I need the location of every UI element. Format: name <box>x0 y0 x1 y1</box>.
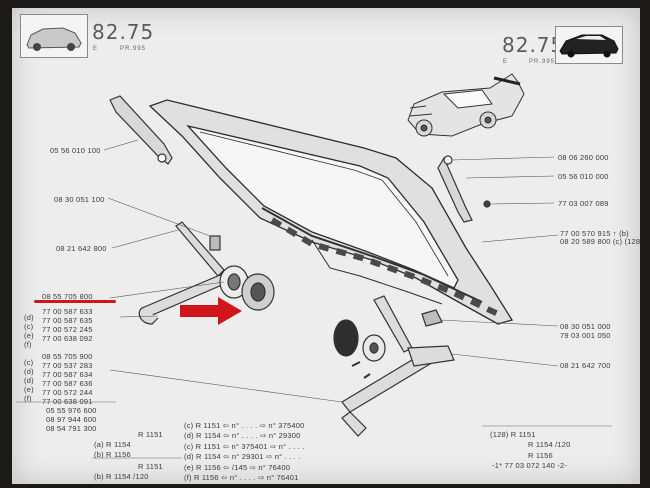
footnote-line: R 1151 <box>138 430 163 439</box>
footnote-line: R 1151 <box>138 462 163 471</box>
callout-right-5: 08 20 589 800 (c) (128) <box>560 237 640 246</box>
part-number: 08 55 705 900 <box>42 352 93 361</box>
parts-tag: (f) <box>24 394 32 403</box>
callout-right-7: 79 03 001 050 <box>560 331 611 340</box>
callout-strut-left: 08 21 642 800 <box>56 244 107 253</box>
page-sub-left-a: E <box>93 46 99 52</box>
parts-tag: (f) <box>24 340 32 349</box>
catalog-page: 82.75 E PR.995 82.75 E PR.995 <box>12 8 640 484</box>
highlight-underline <box>34 300 116 303</box>
page-sub-right-a: E <box>503 59 509 65</box>
part-number: 08 97 944 600 <box>46 415 97 424</box>
parts-tag: (d) <box>24 376 34 385</box>
part-number: 77 00 587 635 <box>42 316 93 325</box>
page-number-left: 82.75 <box>92 20 155 44</box>
car-overview-illustration <box>407 73 525 137</box>
parts-tag: (c) <box>24 358 34 367</box>
tailgate-frame <box>148 99 514 325</box>
callout-right-3: 77 03 007 089 <box>558 199 609 208</box>
right-gas-strut <box>333 295 455 437</box>
footnote-line: (d) R 1154 ⇦ n° 29301 ⇨ n° . . . . <box>184 452 301 461</box>
parts-tag: (d) <box>24 367 34 376</box>
callout-bracket-left: 08 30 051 100 <box>54 195 105 204</box>
footnote-line: (a) R 1154 <box>94 440 131 449</box>
tailgate-exploded-drawing <box>103 73 559 437</box>
parts-tag: (c) <box>24 322 34 331</box>
footnote-line: R 1154 /120 <box>528 440 571 449</box>
footnote-rules <box>16 401 612 459</box>
footnote-line: (e) R 1156 ⇦ /145 ⇨ n° 76400 <box>184 463 291 472</box>
part-number: 08 54 791 300 <box>46 424 97 433</box>
callout-right-4: 77 00 570 915 ↑ (b) <box>560 229 629 238</box>
part-number: 05 55 976 600 <box>46 406 97 415</box>
page-sub-left-b: PR.995 <box>120 46 147 52</box>
part-number: 77 00 638 091 <box>42 397 93 406</box>
part-number: 77 00 572 244 <box>42 388 93 397</box>
footnote-line: (b) R 1156 <box>94 450 131 459</box>
callout-hinge-left: 05 56 010 100 <box>50 146 101 155</box>
footnote-line: -1* 77 03 072 140 -2- <box>492 461 568 470</box>
callout-right-2: 05 56 010 000 <box>558 172 609 181</box>
footnote-line: (c) R 1151 ⇦ n° 375401 ⇨ n° . . . . <box>184 442 305 451</box>
car-thumbnail-left <box>20 14 88 58</box>
car-thumbnail-dark-icon <box>559 34 619 58</box>
callout-right-1: 08 06 260 000 <box>558 153 609 162</box>
car-thumbnail-right <box>555 26 623 64</box>
part-number-highlighted: 08 55 705 800 <box>42 292 93 301</box>
car-thumbnail-icon <box>26 27 82 51</box>
footnote-line: (d) R 1154 ⇦ n° . . . . ⇨ n° 29300 <box>184 431 301 440</box>
page-number-right: 82.75 <box>502 33 565 57</box>
part-number: 77 00 537 283 <box>42 361 93 370</box>
left-hinge-arm <box>109 95 173 165</box>
parts-tag: (e) <box>24 385 34 394</box>
right-hinge-arm <box>437 155 491 223</box>
footnote-line: (f) R 1156 ⇦ n° . . . . ⇨ n° 76401 <box>184 473 299 482</box>
part-number: 77 00 638 092 <box>42 334 93 343</box>
footnote-line: (b) R 1154 /120 <box>94 472 149 481</box>
part-number: 77 00 587 634 <box>42 370 93 379</box>
footnote-line: (128) R 1151 <box>490 430 536 439</box>
parts-tag: (e) <box>24 331 34 340</box>
parts-tag: (d) <box>24 313 34 322</box>
leader-lines <box>103 139 559 403</box>
part-number: 77 00 587 633 <box>42 307 93 316</box>
callout-right-6: 08 30 051 000 <box>560 322 611 331</box>
page-sub-right-b: PR.995 <box>529 59 556 65</box>
part-number: 77 00 587 636 <box>42 379 93 388</box>
part-number: 77 00 572 245 <box>42 325 93 334</box>
highlight-arrow-icon <box>180 297 242 325</box>
footnote-line: R 1156 <box>528 451 553 460</box>
callout-right-8: 08 21 642 700 <box>560 361 611 370</box>
footnote-line: (c) R 1151 ⇦ n° . . . . ⇨ n° 375400 <box>184 421 305 430</box>
